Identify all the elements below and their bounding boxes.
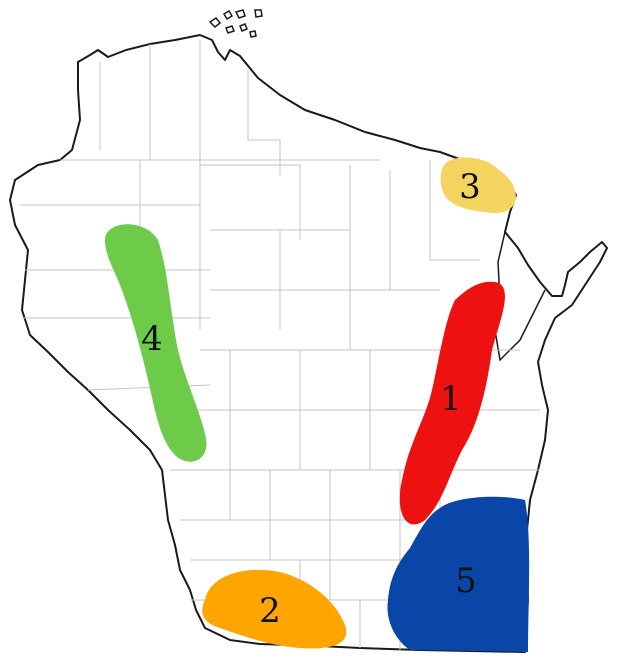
apostle-islands [208,9,263,38]
region-5-label: 5 [455,561,477,601]
region-1-label: 1 [440,379,462,419]
region-4-area [105,224,207,462]
region-3-area [440,157,516,214]
region-3-label: 3 [459,167,481,207]
region-4-label: 4 [141,319,163,359]
region-2-label: 2 [259,591,281,631]
green-bay-shore [494,231,546,362]
county-boundaries [20,40,540,650]
region-1-area [399,281,505,525]
region-2-area [202,569,347,649]
region-5-area [387,496,530,652]
